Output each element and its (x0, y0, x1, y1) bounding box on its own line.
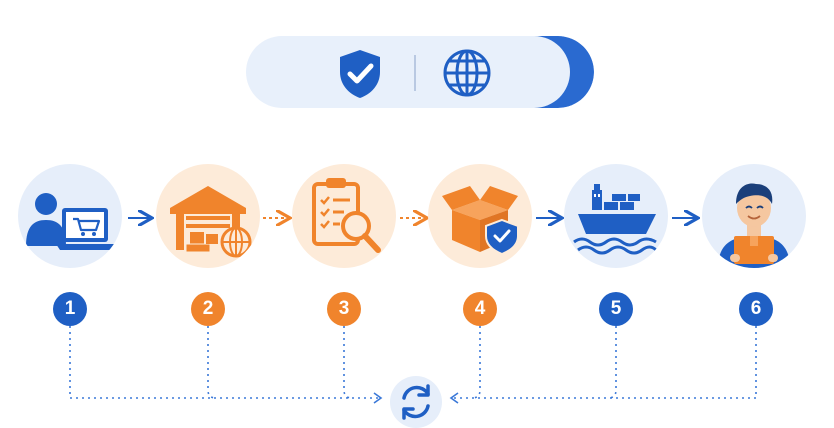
step-1-circle (18, 164, 122, 268)
step-badge-3: 3 (327, 292, 361, 326)
open-box-shield-icon (442, 186, 519, 256)
loop-line-6 (452, 326, 757, 399)
step-badge-4: 4 (463, 292, 497, 326)
header-pill (246, 36, 594, 108)
loop-line-3 (343, 326, 353, 399)
warehouse-globe-icon (170, 186, 252, 258)
cargo-ship-icon (573, 184, 658, 255)
pill-divider (414, 55, 416, 91)
clipboard-checklist-magnifier-icon (312, 178, 381, 253)
shield-check-icon (336, 48, 384, 100)
loop-line-5 (607, 326, 617, 399)
step-3-circle (292, 164, 396, 268)
loop-arrow-left (373, 392, 383, 404)
loop-arrow-right (449, 392, 459, 404)
step-6-circle (702, 164, 806, 268)
step-badge-2: 2 (191, 292, 225, 326)
loop-line-2 (207, 326, 217, 399)
user-laptop-cart-icon (26, 193, 116, 250)
step-badge-6: 6 (739, 292, 773, 326)
customer-with-package-icon (718, 183, 790, 268)
step-badge-5: 5 (599, 292, 633, 326)
loop-line-4 (471, 326, 481, 399)
loop-line-1 (69, 326, 380, 399)
sync-arrows-icon (390, 376, 442, 428)
step-5-circle (564, 164, 668, 268)
pill-accent (498, 36, 594, 108)
step-4-circle (428, 164, 532, 268)
globe-icon (442, 48, 492, 98)
step-2-circle (156, 164, 260, 268)
step-badge-1: 1 (53, 292, 87, 326)
